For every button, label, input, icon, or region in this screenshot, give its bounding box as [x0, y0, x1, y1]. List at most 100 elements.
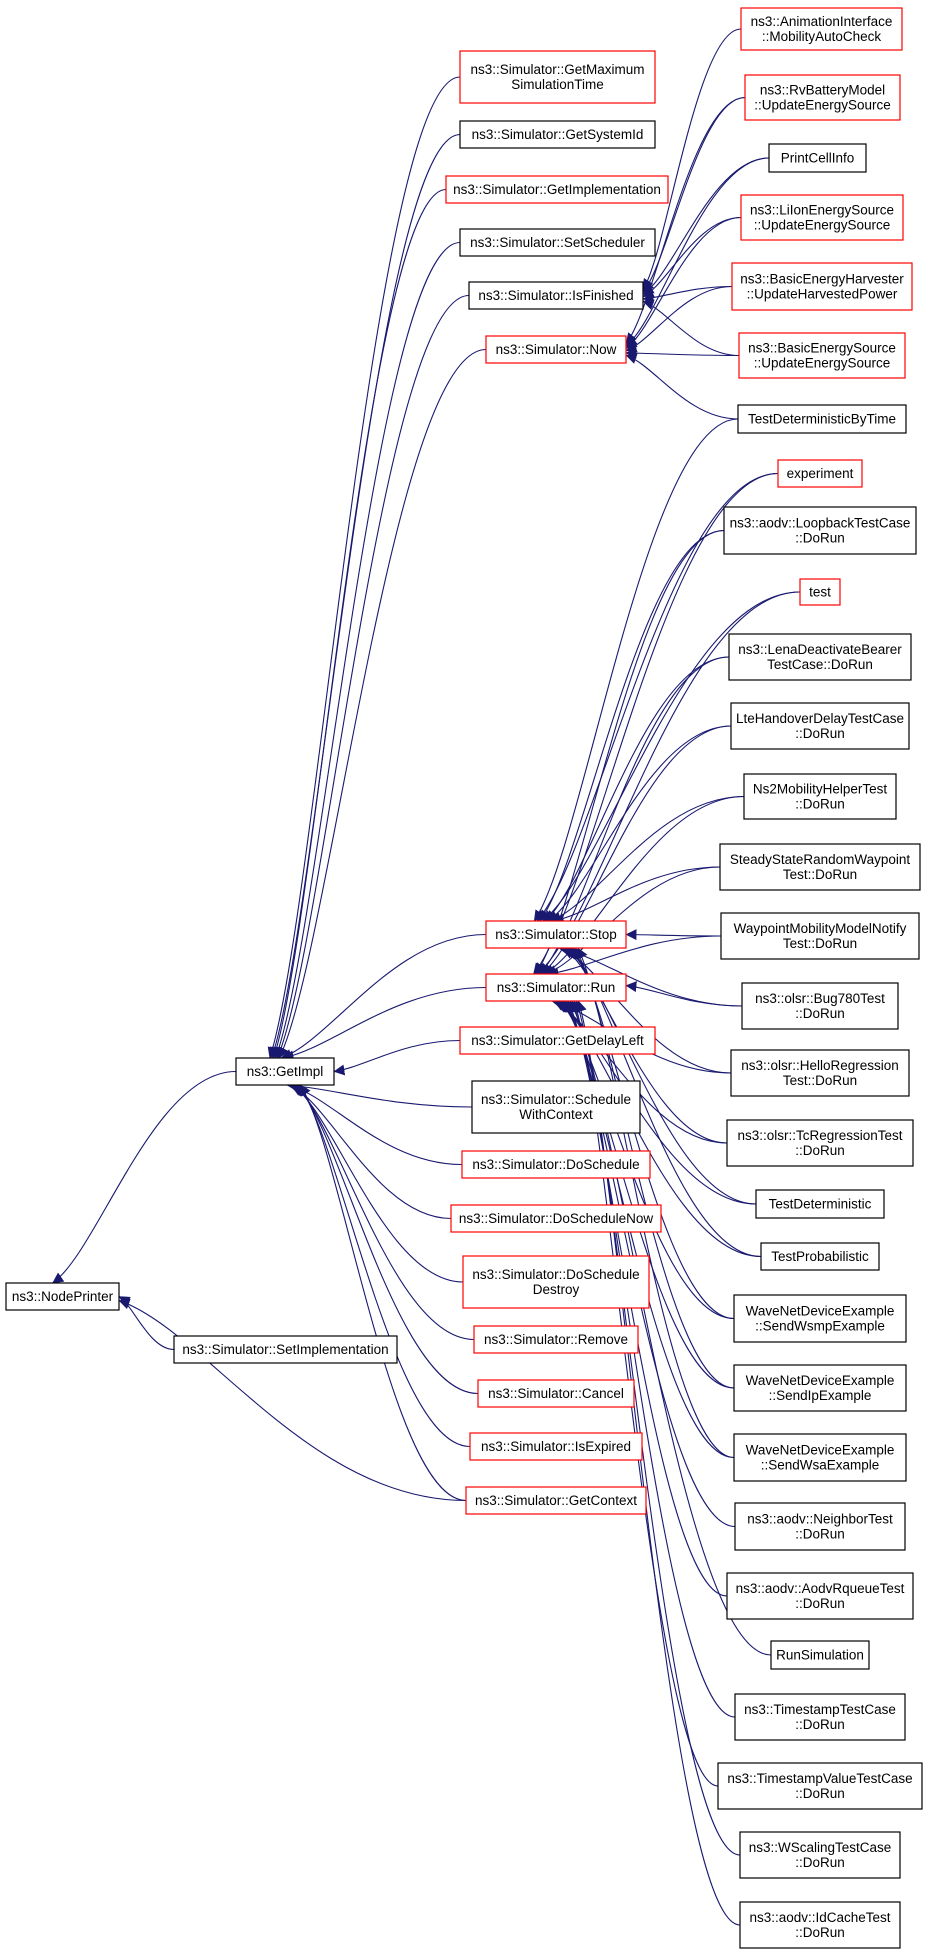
node-basicsource[interactable]: ns3::BasicEnergySource::UpdateEnergySour… [738, 332, 906, 379]
node-label-timestampvalue-line-1: ns3::TimestampValueTestCase [727, 1771, 912, 1786]
edge-schedwithctx-to-getimpl [286, 1080, 473, 1108]
edge-getimpl-to-nodeprinter [52, 1070, 237, 1284]
node-wavewsmp[interactable]: WaveNetDeviceExample::SendWsmpExample [733, 1294, 907, 1343]
node-rvbattery[interactable]: ns3::RvBatteryModel::UpdateEnergySource [744, 74, 901, 121]
node-aodvneighbor[interactable]: ns3::aodv::NeighborTest::DoRun [734, 1502, 906, 1551]
node-isfinished[interactable]: ns3::Simulator::IsFinished [468, 281, 644, 310]
edge-liion-to-now [625, 216, 742, 349]
node-doschedule[interactable]: ns3::Simulator::DoSchedule [461, 1150, 651, 1179]
node-ltehandover[interactable]: LteHandoverDelayTestCase::DoRun [730, 702, 910, 750]
edge-waypointnotify-to-run [547, 935, 722, 979]
node-timestamptc[interactable]: ns3::TimestampTestCase::DoRun [734, 1693, 906, 1741]
node-getcontext[interactable]: ns3::Simulator::GetContext [465, 1486, 647, 1515]
node-experiment[interactable]: experiment [777, 459, 863, 488]
node-label-getsystemid-line-1: ns3::Simulator::GetSystemId [472, 127, 644, 142]
node-label-test-line-1: test [809, 585, 831, 600]
node-label-steadystate-line-1: SteadyStateRandomWaypoint [730, 852, 911, 867]
node-box-testdetbytime [737, 404, 907, 434]
node-animif[interactable]: ns3::AnimationInterface::MobilityAutoChe… [740, 7, 903, 51]
node-label-getimpl-line-1: ns3::GetImpl [247, 1064, 324, 1079]
node-basicharv[interactable]: ns3::BasicEnergyHarvester::UpdateHarvest… [731, 262, 913, 311]
node-box-run [485, 973, 627, 1002]
node-remove[interactable]: ns3::Simulator::Remove [473, 1325, 639, 1354]
edge-isfinished-to-getimpl [276, 294, 470, 1059]
node-olsrbug780[interactable]: ns3::olsr::Bug780Test::DoRun [741, 982, 899, 1030]
edge-experiment-to-stop [536, 472, 779, 922]
node-testdet[interactable]: TestDeterministic [755, 1189, 885, 1219]
node-box-olsrbug780 [741, 982, 899, 1030]
node-getimplementation[interactable]: ns3::Simulator::GetImplementation [445, 175, 669, 204]
node-getdelayleft[interactable]: ns3::Simulator::GetDelayLeft [459, 1026, 656, 1055]
edge-liion-to-isfinished [642, 216, 742, 298]
node-setscheduler[interactable]: ns3::Simulator::SetScheduler [459, 228, 656, 257]
edge-testprob-to-run [557, 1000, 762, 1258]
node-test[interactable]: test [799, 578, 841, 606]
edge-getcontext-to-getimpl [299, 1084, 467, 1502]
edge-testdetbytime-to-stop [533, 418, 739, 922]
node-label-animif-line-2: ::MobilityAutoCheck [762, 29, 882, 44]
node-box-stop [485, 920, 627, 949]
node-ns2mobility[interactable]: Ns2MobilityHelperTest::DoRun [743, 773, 897, 820]
node-doschedulenow[interactable]: ns3::Simulator::DoScheduleNow [450, 1204, 662, 1233]
node-now[interactable]: ns3::Simulator::Now [485, 335, 627, 364]
node-label-testprob-line-1: TestProbabilistic [771, 1249, 869, 1264]
node-liion[interactable]: ns3::LiIonEnergySource::UpdateEnergySour… [740, 194, 904, 241]
node-wavewsa[interactable]: WaveNetDeviceExample::SendWsaExample [733, 1433, 907, 1482]
node-box-ltehandover [730, 702, 910, 750]
edge-remove-to-getimpl [294, 1084, 475, 1341]
node-box-schedwithctx [471, 1080, 641, 1134]
node-box-getsystemid [459, 120, 656, 149]
node-label-waveip-line-1: WaveNetDeviceExample [746, 1373, 895, 1388]
node-testprob[interactable]: TestProbabilistic [760, 1242, 880, 1271]
node-box-olsrtc [726, 1119, 914, 1167]
node-printcellinfo[interactable]: PrintCellInfo [768, 143, 867, 173]
edge-setscheduler-to-getimpl [273, 241, 461, 1059]
node-box-liion [740, 194, 904, 241]
edge-steadystate-to-stop [552, 866, 721, 925]
node-label-waveip-line-2: ::SendIpExample [769, 1388, 872, 1403]
node-testdetbytime[interactable]: TestDeterministicByTime [737, 404, 907, 434]
node-label-now-line-1: ns3::Simulator::Now [496, 342, 617, 357]
edge-run-to-getimpl [282, 986, 487, 1062]
node-getsystemid[interactable]: ns3::Simulator::GetSystemId [459, 120, 656, 149]
node-label-steadystate-line-2: Test::DoRun [783, 867, 857, 882]
node-runsim[interactable]: RunSimulation [770, 1640, 870, 1670]
node-label-testdet-line-1: TestDeterministic [769, 1197, 872, 1212]
edge-aodvloopback-to-run [535, 529, 725, 975]
node-aodvrqueue[interactable]: ns3::aodv::AodvRqueueTest::DoRun [726, 1572, 914, 1620]
edge-ns2mobility-to-stop [550, 795, 745, 923]
node-aodvidcache[interactable]: ns3::aodv::IdCacheTest::DoRun [739, 1901, 901, 1949]
node-label-olsrbug780-line-2: ::DoRun [795, 1006, 845, 1021]
node-run[interactable]: ns3::Simulator::Run [485, 973, 627, 1002]
node-nodeprinter[interactable]: ns3::NodePrinter [5, 1282, 120, 1311]
node-label-aodvrqueue-line-1: ns3::aodv::AodvRqueueTest [736, 1581, 905, 1596]
node-aodvloopback[interactable]: ns3::aodv::LoopbackTestCase::DoRun [723, 506, 917, 555]
node-box-aodvloopback [723, 506, 917, 555]
node-cancel[interactable]: ns3::Simulator::Cancel [477, 1379, 635, 1408]
node-isexpired[interactable]: ns3::Simulator::IsExpired [469, 1432, 643, 1461]
node-getimpl[interactable]: ns3::GetImpl [235, 1057, 335, 1086]
node-label-setimpl-line-1: ns3::Simulator::SetImplementation [182, 1342, 388, 1357]
node-timestampvalue[interactable]: ns3::TimestampValueTestCase::DoRun [717, 1762, 923, 1810]
edge-doschedule-to-getimpl [288, 1082, 463, 1166]
node-label-getmaxsim-line-1: ns3::Simulator::GetMaximum [470, 62, 644, 77]
node-setimpl[interactable]: ns3::Simulator::SetImplementation [173, 1335, 398, 1364]
node-box-getimpl [235, 1057, 335, 1086]
node-waveip[interactable]: WaveNetDeviceExample::SendIpExample [733, 1364, 907, 1412]
node-label-waypointnotify-line-1: WaypointMobilityModelNotify [734, 921, 907, 936]
node-olsrtc[interactable]: ns3::olsr::TcRegressionTest::DoRun [726, 1119, 914, 1167]
edges-layer [52, 28, 801, 1926]
node-box-getimplementation [445, 175, 669, 204]
node-stop[interactable]: ns3::Simulator::Stop [485, 920, 627, 949]
node-wscaling[interactable]: ns3::WScalingTestCase::DoRun [739, 1831, 901, 1879]
node-box-isexpired [469, 1432, 643, 1461]
node-label-isexpired-line-1: ns3::Simulator::IsExpired [481, 1439, 631, 1454]
